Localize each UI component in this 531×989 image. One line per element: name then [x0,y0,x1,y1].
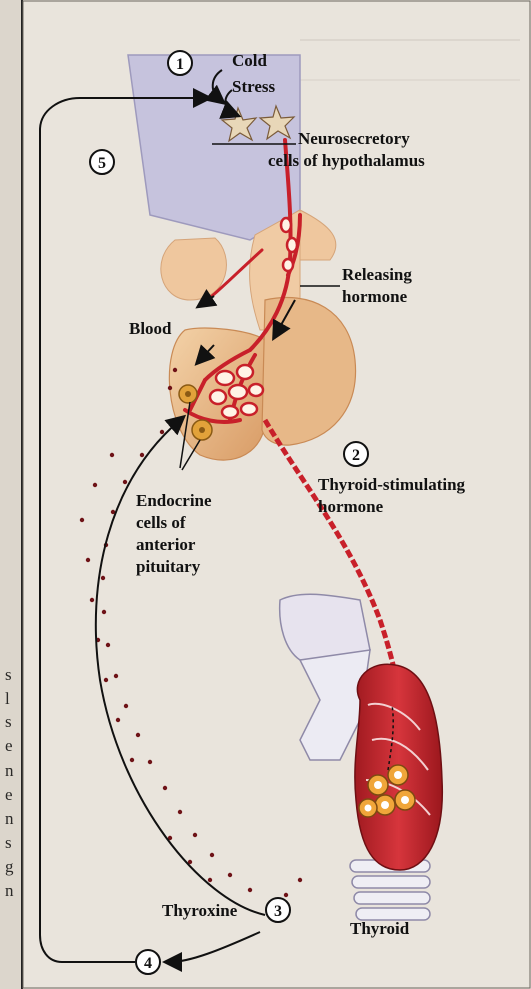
label-neurosecretory-line2: cells of hypothalamus [268,151,425,170]
label-releasing-line2: hormone [342,287,408,306]
label-stress: Stress [232,77,276,96]
label-tsh-line2: hormone [318,497,384,516]
margin-letter: l [5,689,10,708]
label-neurosecretory-line1: Neurosecretory [298,129,410,148]
label-endocrine-line3: anterior [136,535,196,554]
margin-letter: s [5,712,12,731]
step-5-number: 5 [98,155,106,172]
margin-letter: e [5,736,13,755]
margin-letter: s [5,665,12,684]
step-2-number: 2 [352,447,360,464]
step-4-marker: 4 [136,950,160,974]
label-endocrine-line4: pituitary [136,557,201,576]
margin-letter: n [5,809,14,828]
label-releasing-line1: Releasing [342,265,412,284]
step-3-number: 3 [274,903,282,920]
margin-letter: g [5,857,14,876]
label-endocrine-line2: cells of [136,513,186,532]
step-4-number: 4 [144,955,152,972]
margin-letter: s [5,833,12,852]
label-endocrine-line1: Endocrine [136,491,212,510]
step-5-marker: 5 [90,150,114,174]
margin-letter: n [5,761,14,780]
label-thyroid: Thyroid [350,919,410,938]
label-tsh-line1: Thyroid-stimulating [318,475,466,494]
step-2-marker: 2 [344,442,368,466]
step-1-marker: 1 [168,51,192,75]
label-cold: Cold [232,51,268,70]
label-thyroxine: Thyroxine [162,901,238,920]
step-3-marker: 3 [266,898,290,922]
margin-letter: n [5,881,14,900]
label-blood: Blood [129,319,172,338]
margin-letter: e [5,785,13,804]
step-1-number: 1 [176,56,184,73]
